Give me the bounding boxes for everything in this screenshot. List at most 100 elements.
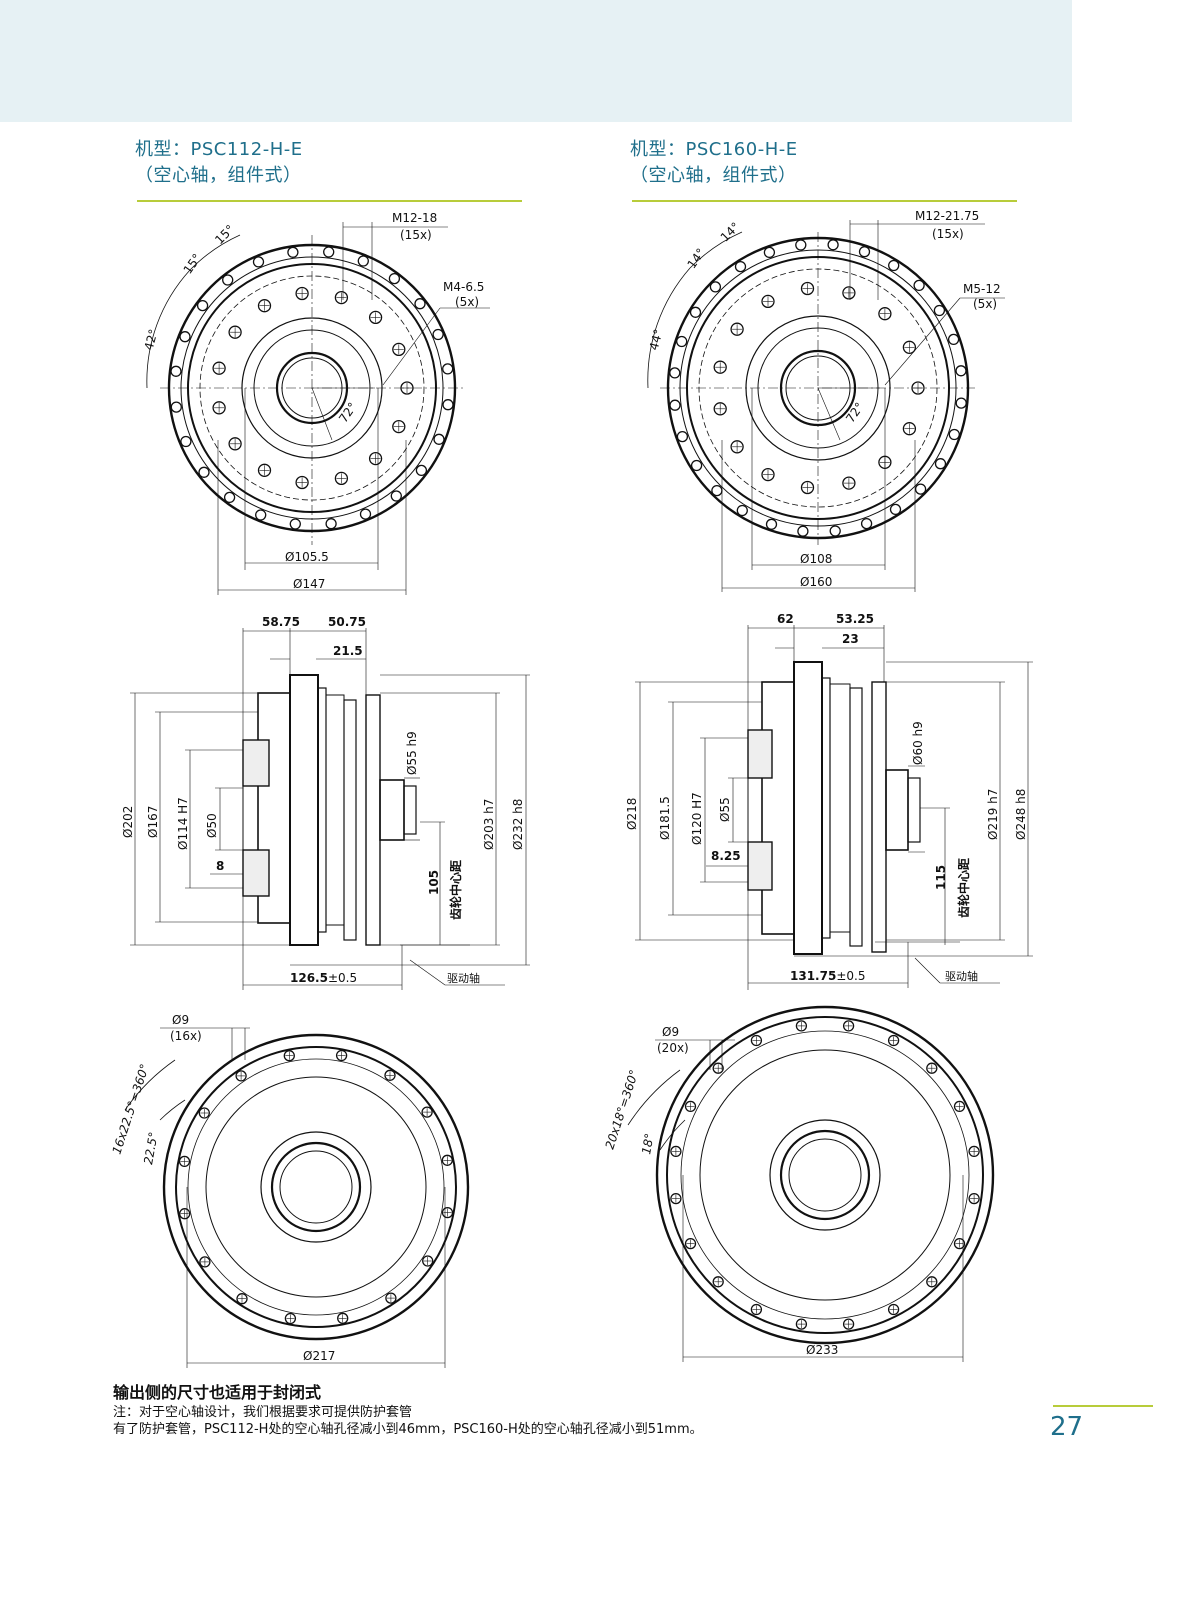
bolt-hole [198, 466, 210, 478]
bolt-hole [235, 1070, 247, 1082]
right-center-dist: 115 [934, 865, 948, 890]
left-dim-b: 50.75 [328, 615, 366, 629]
bolt-hole [337, 1312, 349, 1324]
bolt-hole [433, 433, 445, 445]
bolt-hole [713, 360, 727, 374]
right-model-type: （空心轴，组件式） [630, 165, 797, 186]
bolt-hole [180, 435, 192, 448]
bolt-hole [170, 365, 182, 377]
bolt-hole [914, 483, 927, 495]
bolt-hole [800, 281, 815, 296]
bolt-hole [926, 1276, 938, 1288]
left-center-label: 齿轮中心距 [448, 860, 463, 920]
right-dim-b: 53.25 [836, 612, 874, 626]
bolt-hole [684, 1237, 697, 1250]
bolt-hole [948, 428, 960, 441]
bolt-hole [385, 1292, 397, 1304]
left-model-type: （空心轴，组件式） [135, 165, 302, 186]
right-dia-outer: Ø160 [800, 575, 832, 589]
bolt-hole [198, 1107, 210, 1119]
right-angle-b: 14° [684, 246, 708, 271]
left-dia-outer: Ø147 [293, 577, 325, 591]
right-dia-inner: Ø108 [800, 552, 832, 566]
right-back-holes [670, 1020, 980, 1330]
right-angle-a: 14° [718, 220, 743, 245]
bolt-hole [955, 365, 967, 377]
right-d5: Ø60 h9 [911, 721, 925, 765]
right-model-name: 机型：PSC160-H-E [630, 139, 798, 160]
left-thread-spec: M12-18 [392, 211, 437, 225]
bolt-hole [889, 503, 902, 516]
bolt-hole [392, 419, 406, 434]
right-model-title: 机型：PSC160-H-E （空心轴，组件式） [630, 137, 798, 189]
bolt-hole [325, 518, 337, 530]
bolt-hole [388, 272, 401, 285]
bolt-hole [415, 464, 428, 477]
left-thread-count: (15x) [400, 228, 432, 242]
bolt-hole [934, 458, 947, 470]
bolt-hole [323, 246, 335, 258]
bolt-hole [283, 1050, 295, 1062]
bolt-hole [911, 381, 925, 395]
bolt-hole [441, 1154, 453, 1166]
bolt-hole [441, 1206, 454, 1219]
footnote-line-1: 注：对于空心轴设计，我们根据要求可提供防护套管 [113, 1405, 413, 1420]
left-model-name: 机型：PSC112-H-E [135, 139, 303, 160]
bolt-hole [878, 307, 892, 321]
bolt-hole [252, 256, 265, 268]
bolt-hole [709, 281, 722, 293]
left-d5: Ø55 h9 [405, 731, 419, 775]
bolt-hole [287, 246, 299, 258]
left-d7: Ø232 h8 [511, 799, 525, 850]
right-shaft-label: 驱动轴 [945, 969, 978, 983]
bolt-hole [689, 306, 702, 318]
page-number: 27 [1050, 1412, 1084, 1442]
bolt-hole [196, 299, 209, 312]
bolt-hole [829, 525, 841, 537]
right-back-dia: Ø233 [806, 1343, 838, 1357]
bolt-hole [400, 381, 414, 395]
page-number-rule [1053, 1405, 1153, 1407]
bolt-hole [368, 310, 383, 325]
left-front-outer-holes [170, 246, 454, 530]
bolt-hole [178, 1155, 191, 1168]
bolt-hole [711, 484, 723, 497]
left-title-rule [137, 200, 522, 202]
right-d6: Ø219 h7 [986, 789, 1000, 840]
bolt-hole [947, 333, 960, 346]
right-d3: Ø120 H7 [690, 792, 704, 845]
bolt-hole [765, 518, 778, 530]
right-dim-d: 8.25 [711, 849, 741, 863]
right-d7: Ø248 h8 [1014, 789, 1028, 840]
right-center-label: 齿轮中心距 [956, 858, 971, 918]
bolt-hole [170, 401, 182, 413]
right-back-view [627, 1005, 995, 1362]
bolt-hole [222, 274, 234, 286]
bolt-hole [228, 325, 242, 339]
bolt-hole [913, 279, 925, 292]
right-back-pitch: 18° [639, 1132, 656, 1155]
right-side-view [635, 625, 1033, 990]
left-small-thread-spec: M4-6.5 [443, 280, 484, 294]
bolt-hole [179, 331, 191, 343]
bolt-hole [933, 304, 946, 317]
bolt-hole [795, 239, 807, 251]
bolt-hole [442, 399, 454, 411]
bolt-hole [236, 1293, 248, 1305]
bolt-hole [212, 401, 226, 415]
bolt-hole [669, 367, 681, 379]
left-d3: Ø114 H7 [176, 797, 190, 850]
right-thread-spec: M12-21.75 [915, 209, 979, 223]
bolt-hole [795, 1020, 808, 1032]
bolt-hole [953, 1237, 966, 1250]
bolt-hole [763, 246, 776, 259]
bolt-hole [887, 1303, 900, 1316]
bolt-hole [888, 259, 900, 272]
bolt-hole [334, 290, 349, 305]
bolt-hole [223, 491, 236, 504]
bolt-hole [761, 294, 775, 309]
bolt-hole [284, 1312, 297, 1325]
left-back-pitch: 22.5° [141, 1131, 160, 1166]
right-small-thread-spec: M5-12 [963, 282, 1001, 296]
